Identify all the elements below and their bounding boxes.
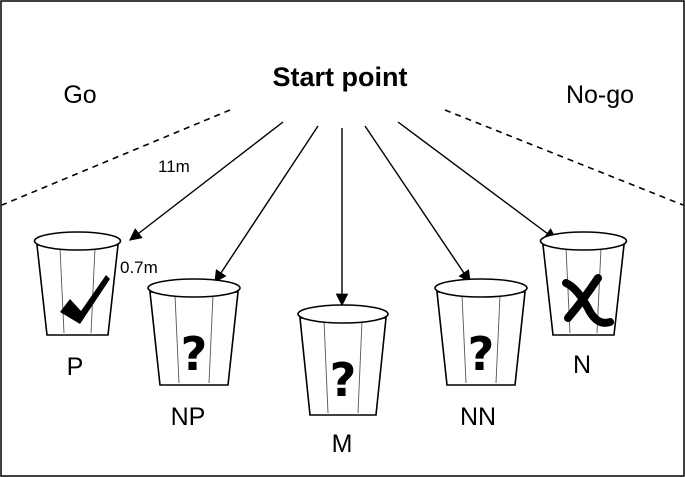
nogo-boundary-line (444, 109, 684, 206)
cup-np-label: NP (171, 403, 206, 431)
question-mark-icon: ? (181, 327, 208, 381)
cup-m-label: M (332, 430, 353, 458)
distance-label-0-7m: 0.7m (120, 258, 158, 277)
nogo-region-label: No-go (566, 81, 634, 109)
cup-n-label: N (573, 351, 591, 379)
arrow-to-cup-n (397, 121, 558, 241)
question-mark-icon: ? (468, 327, 495, 381)
question-mark-icon: ? (330, 353, 357, 407)
cup-n: N (539, 231, 628, 379)
cup-nn: ? NN (434, 278, 528, 431)
cup-m: ? M (297, 304, 389, 458)
cup-p-label: P (67, 353, 84, 381)
check-mark-icon (60, 275, 110, 324)
arrow-to-cup-np (214, 125, 319, 284)
distance-label-11m: 11m (158, 157, 190, 176)
go-boundary-line (1, 109, 231, 206)
go-region-label: Go (63, 81, 96, 109)
arrow-to-cup-nn (364, 125, 471, 284)
start-point-label: Start point (273, 62, 408, 92)
cup-np: ? NP (147, 278, 241, 431)
cup-p: P (33, 231, 122, 381)
arrow-to-cup-p (129, 121, 284, 241)
cup-nn-label: NN (460, 403, 496, 431)
cross-mark-icon (562, 274, 614, 327)
